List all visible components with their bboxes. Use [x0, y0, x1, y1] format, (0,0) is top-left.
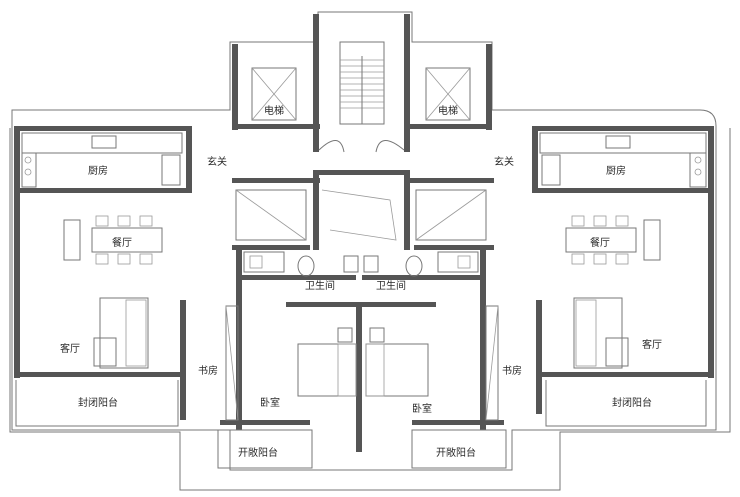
label-open-balcony-right: 开敞阳台 — [436, 446, 476, 459]
label-living-right: 客厅 — [642, 338, 662, 351]
room-labels: 电梯 电梯 玄关 玄关 厨房 厨房 餐厅 餐厅 客厅 客厅 卫生间 卫生间 书房… — [60, 104, 662, 459]
outer-outline — [9, 11, 731, 491]
staircase — [318, 41, 405, 241]
walls — [14, 14, 714, 452]
label-bedroom-left: 卧室 — [260, 396, 280, 409]
label-foyer-right: 玄关 — [494, 155, 514, 168]
bathroom-fixtures — [243, 251, 479, 277]
label-bedroom-right: 卧室 — [412, 402, 432, 415]
bedroom-furniture — [297, 327, 429, 397]
label-enclosed-balcony-right: 封闭阳台 — [612, 396, 652, 409]
living-furniture — [93, 297, 629, 369]
label-study-left: 书房 — [198, 364, 218, 377]
label-open-balcony-left: 开敞阳台 — [238, 446, 278, 459]
study-furniture — [225, 305, 499, 421]
shafts — [235, 189, 487, 241]
label-kitchen-right: 厨房 — [606, 164, 626, 177]
dining-furniture — [63, 215, 661, 265]
label-study-right: 书房 — [502, 364, 522, 377]
label-elevator-right: 电梯 — [438, 104, 458, 117]
label-living-left: 客厅 — [60, 342, 80, 355]
label-foyer-left: 玄关 — [207, 155, 227, 168]
label-elevator-left: 电梯 — [264, 104, 284, 117]
label-bath-left: 卫生间 — [305, 279, 335, 292]
label-dining-left: 餐厅 — [112, 236, 132, 249]
kitchen-fixtures — [21, 132, 707, 188]
label-kitchen-left: 厨房 — [88, 164, 108, 177]
elevators — [251, 67, 471, 121]
label-enclosed-balcony-left: 封闭阳台 — [78, 396, 118, 409]
label-bath-right: 卫生间 — [376, 279, 406, 292]
label-dining-right: 餐厅 — [590, 236, 610, 249]
balcony-railings — [15, 380, 707, 469]
